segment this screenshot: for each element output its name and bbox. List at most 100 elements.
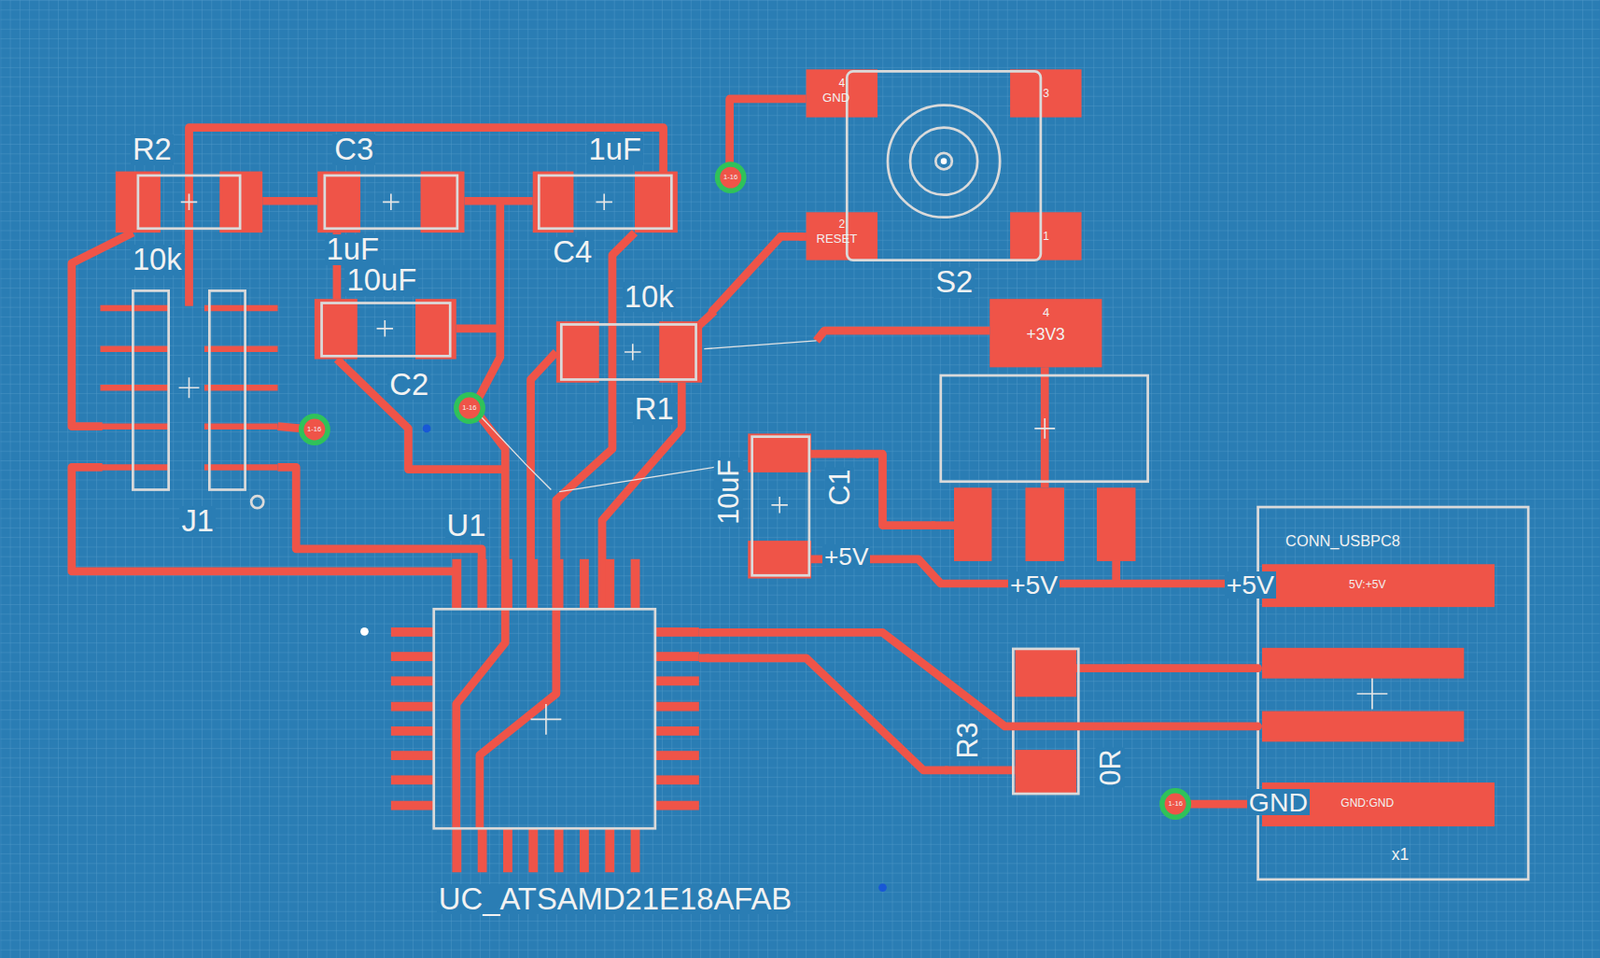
pad-name: GND:GND (1340, 797, 1394, 809)
silkscreen-outline (935, 153, 952, 169)
ic-pin (391, 559, 700, 872)
pin-line (99, 308, 278, 467)
part-value: R1 (632, 393, 676, 425)
part-name: 10k (622, 281, 676, 313)
part-name: S2 (933, 266, 975, 298)
silkscreen-outline (322, 303, 451, 357)
copper-trace (1128, 663, 1259, 673)
ic-pin (391, 726, 435, 736)
copper-trace (71, 98, 1263, 829)
resistor-footprint: 10kR1 (548, 277, 713, 429)
via-label: 1-16 (723, 173, 738, 182)
silkscreen-outline (887, 105, 1000, 218)
ic-pin (477, 828, 488, 872)
ic-pin (451, 559, 462, 610)
pad-number: 4 (839, 77, 846, 89)
smd-pad (954, 487, 992, 562)
smd-pad (747, 540, 812, 578)
smd-pad (806, 69, 878, 117)
smd-pad (1096, 487, 1137, 562)
silkscreen-outline (538, 175, 672, 229)
part-name: 10uF (714, 457, 744, 527)
via (1162, 790, 1189, 817)
part-name: 10uF (344, 265, 419, 296)
ic-pin (656, 627, 700, 637)
pin-line (99, 463, 169, 471)
capacitor-footprint: C31uF (306, 130, 472, 269)
via-label: 1-16 (1168, 800, 1183, 809)
origin-cross (382, 194, 399, 211)
part-value: +3V3 (1024, 326, 1067, 343)
ic-pin (503, 828, 513, 872)
net-name: +5V (1008, 571, 1060, 598)
copper-trace (189, 127, 664, 307)
silkscreen-outline (209, 290, 245, 490)
silkscreen-outline (251, 495, 264, 508)
ic-pin (391, 701, 435, 712)
copper-trace (944, 766, 1015, 775)
ic-pin (554, 559, 564, 610)
origin-cross (377, 320, 393, 337)
part-value: 1uF (324, 234, 382, 266)
copper-trace (1076, 663, 1131, 673)
pad-name: 5V:+5V (1348, 578, 1386, 590)
air-wire (477, 413, 552, 491)
origin-cross (624, 343, 641, 360)
silkscreen-outline (434, 608, 656, 829)
net-name: +5V (1224, 571, 1277, 598)
silkscreen-outline (752, 436, 810, 576)
silkscreen-outline (1258, 506, 1530, 880)
ic-pin (503, 559, 513, 610)
part-value: C2 (387, 369, 431, 401)
via (456, 394, 483, 422)
ic-pin (391, 627, 435, 637)
ic-footprint: U1 (382, 506, 708, 878)
ic-pin (656, 651, 700, 661)
pad-number: 1 (1042, 230, 1050, 242)
pad-name: RESET (815, 232, 857, 245)
ic-pin (528, 828, 538, 872)
part-value: 10k (130, 244, 184, 276)
smd-pad (806, 211, 878, 260)
air-wire (477, 340, 817, 492)
copper-trace (336, 359, 506, 470)
copper-trace (856, 453, 934, 525)
copper-trace (707, 631, 1259, 727)
silkscreen-outline (132, 70, 1529, 879)
copper-trace (602, 382, 682, 610)
pin-line (99, 345, 169, 352)
ic-pin (604, 828, 615, 872)
origin-cross (179, 377, 200, 398)
ic-pin (631, 559, 641, 610)
ic-pin (656, 675, 700, 686)
part-name: 4 (1040, 306, 1052, 319)
ic-pin (656, 750, 700, 760)
pin-line (99, 422, 169, 430)
pin-line (204, 384, 279, 392)
header-footprint: J1 (94, 285, 289, 539)
part-value: x1 (1389, 846, 1411, 863)
copper-trace (815, 330, 990, 341)
origin-cross (1357, 678, 1389, 710)
silkscreen-outline (324, 175, 458, 229)
origin-cross (771, 496, 787, 513)
regulator-footprint: 4 +3V3 (933, 298, 1153, 566)
copper-trace (71, 232, 134, 427)
net-name: +5V (822, 544, 871, 569)
smd-pad (556, 321, 600, 383)
silkscreen-outline (940, 375, 1149, 482)
via (301, 164, 1190, 817)
part-value: C1 (824, 467, 854, 508)
button-center-dot (940, 157, 948, 165)
smd-pad (115, 69, 1495, 827)
ic-pin (579, 559, 590, 610)
part-name: R3 (953, 719, 983, 760)
part-value: UC_ATSAMD21E18AFAB (436, 884, 794, 915)
pin-line (204, 422, 279, 430)
silkscreen-outline (561, 323, 696, 379)
silkscreen-outline (132, 290, 169, 490)
smd-pad (1262, 647, 1464, 679)
